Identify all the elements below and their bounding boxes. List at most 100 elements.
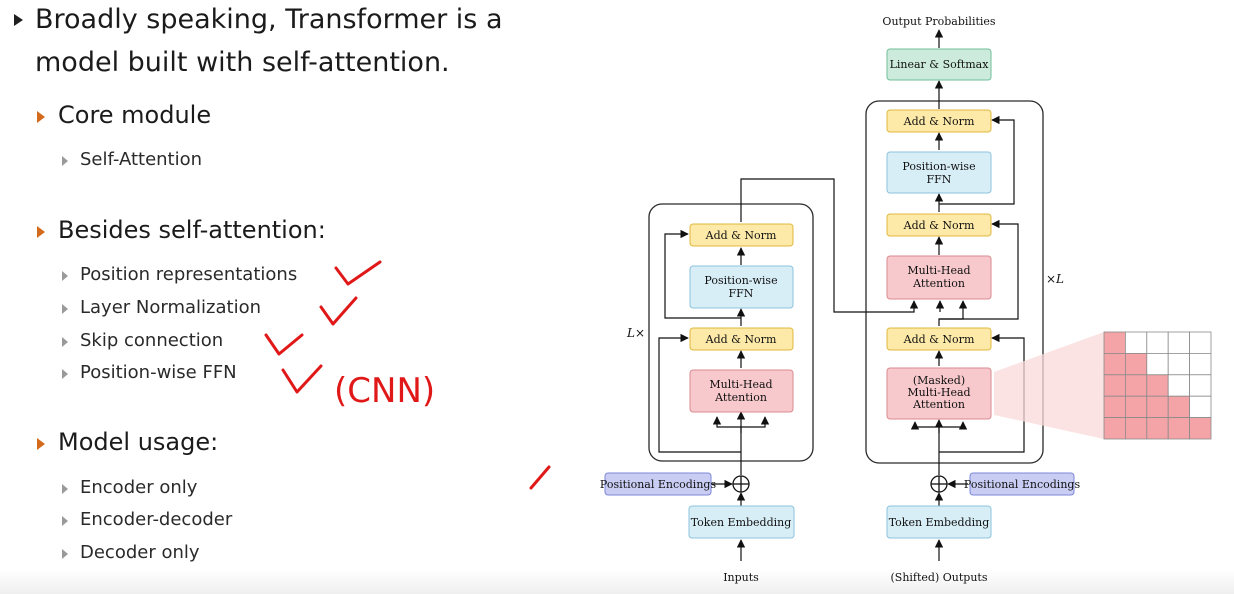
decoder-token-embedding: Token Embedding bbox=[886, 505, 992, 539]
mask-cell bbox=[1103, 352, 1126, 376]
decoder-add-norm-middle: Add & Norm bbox=[886, 213, 992, 237]
decoder-cross-attention: Multi-Head Attention bbox=[886, 255, 992, 300]
linear-softmax: Linear & Softmax bbox=[886, 48, 992, 81]
mask-cell bbox=[1146, 395, 1169, 419]
svg-text:Multi-Head: Multi-Head bbox=[709, 378, 772, 391]
decoder-block-border bbox=[865, 100, 1044, 464]
mask-cell bbox=[1167, 374, 1190, 397]
svg-text:Add & Norm: Add & Norm bbox=[903, 333, 975, 346]
encoder-ffn: Position-wise FFN bbox=[689, 265, 794, 309]
mask-cell bbox=[1125, 331, 1148, 354]
sub-bullet-icon bbox=[62, 516, 68, 526]
mask-cell bbox=[1167, 417, 1190, 440]
mask-cell bbox=[1189, 395, 1212, 419]
svg-text:FFN: FFN bbox=[729, 287, 754, 300]
item-layer-normalization: Layer Normalization bbox=[80, 297, 261, 318]
decoder-add-norm-bottom: Add & Norm bbox=[886, 327, 992, 351]
encoder-block-border bbox=[648, 203, 814, 462]
main-bullet-line-1: Broadly speaking, Transformer is a bbox=[35, 4, 503, 35]
mask-cell bbox=[1146, 417, 1169, 440]
mask-cell bbox=[1125, 395, 1148, 419]
svg-text:Attention: Attention bbox=[912, 277, 965, 290]
decoder-repeat-label: ×L bbox=[1046, 272, 1064, 286]
sub-bullet-icon bbox=[62, 156, 68, 166]
pen-stroke bbox=[529, 465, 551, 490]
cnn-annotation: (CNN) bbox=[334, 371, 435, 411]
decoder-input-label: (Shifted) Outputs bbox=[891, 571, 988, 584]
svg-text:Positional Encodings: Positional Encodings bbox=[964, 478, 1081, 491]
svg-text:Attention: Attention bbox=[714, 391, 767, 404]
item-self-attention: Self-Attention bbox=[80, 149, 203, 170]
svg-text:Token Embedding: Token Embedding bbox=[691, 516, 792, 529]
mask-cell bbox=[1189, 331, 1212, 354]
checkmark-icon bbox=[264, 333, 304, 356]
mask-cell bbox=[1146, 374, 1169, 397]
mask-cell bbox=[1167, 331, 1190, 354]
decoder-masked-attention: (Masked) Multi-Head Attention bbox=[886, 367, 992, 420]
encoder-token-embedding: Token Embedding bbox=[688, 505, 795, 539]
decoder-positional-encodings: Positional Encodings bbox=[964, 472, 1081, 496]
encoder-input-label: Inputs bbox=[723, 571, 759, 584]
svg-text:Multi-Head: Multi-Head bbox=[907, 264, 970, 277]
decoder-add-norm-top: Add & Norm bbox=[886, 109, 992, 133]
bullet-icon bbox=[37, 226, 45, 238]
sub-bullet-icon bbox=[62, 549, 68, 559]
add-positional-icon bbox=[732, 475, 750, 493]
bottom-fade bbox=[0, 570, 1234, 594]
svg-text:Multi-Head: Multi-Head bbox=[907, 386, 970, 399]
mask-cell bbox=[1189, 374, 1212, 397]
sub-bullet-icon bbox=[62, 337, 68, 347]
add-positional-icon bbox=[930, 475, 948, 493]
handwritten-annotations bbox=[264, 260, 551, 490]
encoder-repeat-label: L× bbox=[626, 326, 645, 340]
decoder-ffn: Position-wise FFN bbox=[886, 151, 992, 194]
main-bullet-line-2: model built with self-attention. bbox=[35, 47, 450, 78]
section-heading-usage: Model usage: bbox=[58, 428, 219, 456]
item-position-representations: Position representations bbox=[80, 264, 298, 285]
mask-zoom-shade bbox=[994, 332, 1104, 439]
item-position-wise-ffn: Position-wise FFN bbox=[80, 362, 237, 383]
svg-text:Linear & Softmax: Linear & Softmax bbox=[890, 58, 990, 71]
sub-bullet-icon bbox=[62, 304, 68, 314]
svg-text:Add & Norm: Add & Norm bbox=[903, 219, 975, 232]
encoder-multi-head-attention: Multi-Head Attention bbox=[689, 369, 794, 413]
svg-text:Position-wise: Position-wise bbox=[704, 274, 777, 287]
item-encoder-only: Encoder only bbox=[80, 477, 198, 498]
item-skip-connection: Skip connection bbox=[80, 330, 224, 351]
mask-cell bbox=[1167, 395, 1190, 419]
mask-cell bbox=[1189, 352, 1212, 376]
output-probabilities-label: Output Probabilities bbox=[882, 15, 995, 28]
checkmark-icon bbox=[319, 296, 358, 326]
bullet-icon bbox=[37, 111, 45, 123]
mask-cell bbox=[1125, 352, 1148, 376]
svg-text:FFN: FFN bbox=[927, 173, 952, 186]
svg-text:(Masked): (Masked) bbox=[913, 374, 965, 387]
encoder-add-norm-bottom: Add & Norm bbox=[689, 327, 794, 351]
mask-cell bbox=[1146, 331, 1169, 354]
bullet-icon bbox=[14, 14, 23, 26]
mask-cell bbox=[1125, 417, 1148, 440]
item-decoder-only: Decoder only bbox=[80, 542, 200, 563]
svg-text:Token Embedding: Token Embedding bbox=[889, 516, 990, 529]
svg-text:Positional Encodings: Positional Encodings bbox=[600, 478, 717, 491]
sub-bullet-icon bbox=[62, 369, 68, 379]
item-encoder-decoder: Encoder-decoder bbox=[80, 509, 233, 530]
checkmark-icon bbox=[334, 260, 382, 286]
mask-cell bbox=[1167, 352, 1190, 376]
mask-cell bbox=[1125, 374, 1148, 397]
mask-cell bbox=[1146, 352, 1169, 376]
encoder-add-norm-top: Add & Norm bbox=[689, 223, 794, 247]
bullet-icon bbox=[37, 438, 45, 450]
mask-cell bbox=[1103, 417, 1126, 440]
sub-bullet-icon bbox=[62, 484, 68, 494]
svg-text:Attention: Attention bbox=[912, 398, 965, 411]
encoder-positional-encodings: Positional Encodings bbox=[600, 472, 717, 496]
causal-mask-grid bbox=[1103, 331, 1212, 440]
section-heading-core: Core module bbox=[58, 101, 212, 129]
mask-cell bbox=[1103, 374, 1126, 397]
section-heading-besides: Besides self-attention: bbox=[58, 216, 326, 244]
sub-bullet-icon bbox=[62, 271, 68, 281]
mask-cell bbox=[1189, 417, 1212, 440]
svg-text:Add & Norm: Add & Norm bbox=[705, 333, 777, 346]
